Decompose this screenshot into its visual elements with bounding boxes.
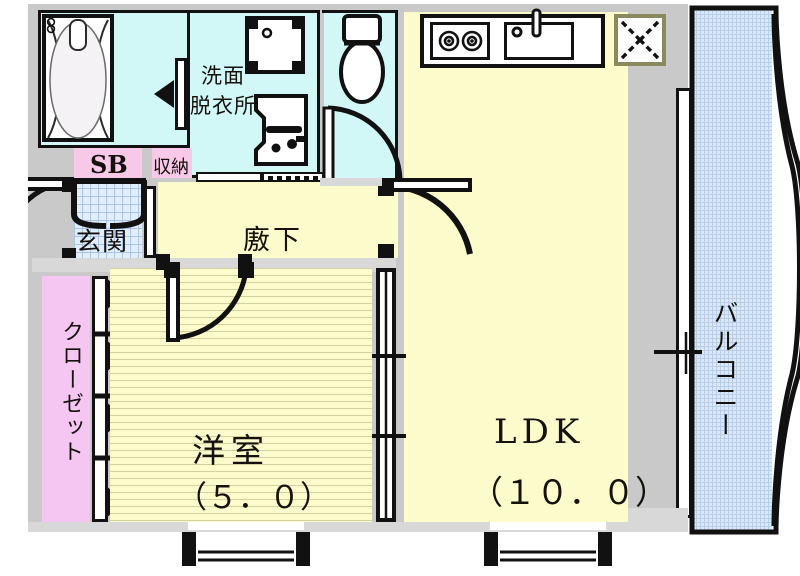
shoebox-label: SB (90, 150, 128, 179)
entrance-inner-door[interactable] (144, 186, 156, 258)
jamb-hall-left (156, 254, 170, 270)
closet (42, 276, 90, 522)
washroom-label-line1: 洗面 (201, 64, 245, 88)
ldk-window[interactable] (490, 528, 606, 562)
washroom-outline (188, 10, 320, 178)
washroom-label-line2: 脱衣所 (190, 94, 256, 118)
balcony-step-wall (628, 508, 688, 532)
entrance-label: 玄関 (76, 227, 129, 256)
canvas-margin-left (0, 0, 28, 576)
bottom-exterior-wall (28, 522, 628, 532)
hallway-label: 廒下 (243, 225, 303, 256)
storage-closet (152, 148, 192, 178)
ldk-area-label: （１０．０） (470, 473, 668, 512)
washroom-sliding-door-2[interactable] (262, 172, 324, 182)
balcony-sliding-door[interactable] (676, 88, 692, 518)
balcony-label: バルコニー (710, 300, 739, 440)
bathroom-outline (38, 10, 190, 148)
hallway-top-wall (320, 178, 382, 186)
jamb-hall-right (238, 254, 252, 270)
toilet-outline (322, 10, 398, 186)
hallway-floor (158, 182, 398, 258)
shoebox (74, 148, 142, 178)
closet-label: クローゼット (58, 320, 83, 464)
refrigerator-space (614, 14, 666, 66)
bedroom-area-label: （５．０） (176, 480, 331, 516)
closet-door-track[interactable] (92, 276, 108, 522)
ldk-floor (404, 12, 628, 522)
bath-folding-door[interactable] (175, 58, 187, 130)
ldk-partition[interactable] (376, 268, 396, 522)
bedroom-label: 洋室 (192, 431, 270, 470)
bottom-window-recess-right (490, 522, 606, 530)
balcony-floor (692, 10, 772, 532)
gas-stove (430, 22, 490, 60)
storage-label: 収納 (153, 157, 189, 178)
canvas-margin-top (0, 0, 800, 4)
bedroom-window[interactable] (188, 528, 304, 562)
bottom-window-recess-left (188, 522, 304, 530)
kitchen-sink (504, 22, 574, 60)
washroom-sliding-door[interactable] (196, 172, 262, 182)
ldk-label: LDK (494, 412, 585, 452)
